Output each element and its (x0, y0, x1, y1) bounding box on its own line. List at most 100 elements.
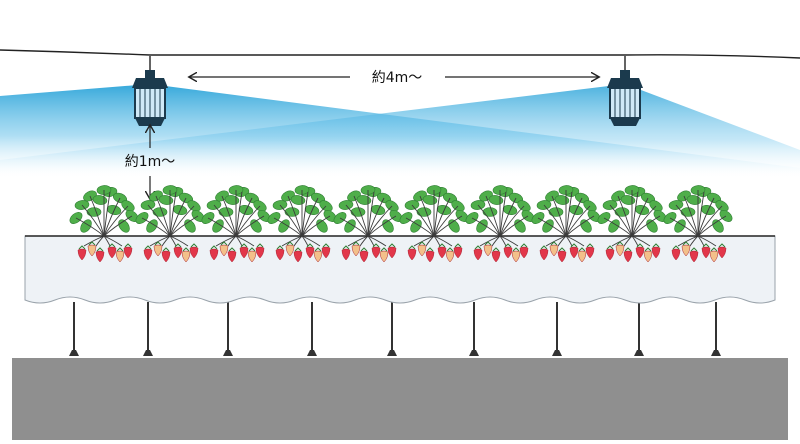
strawberry-leaf (290, 195, 306, 205)
strawberry-calyx (702, 243, 710, 248)
strawberry-calyx (286, 241, 294, 246)
strawberry-fruit (407, 248, 417, 261)
strawberry-calyx (96, 247, 104, 252)
strawberry-runner (631, 235, 651, 247)
strawberry-runner (557, 235, 567, 247)
strawberry-stem (81, 204, 105, 237)
light-beams (0, 84, 800, 178)
strawberry-runner (359, 235, 369, 247)
strawberry-fruit (123, 246, 133, 259)
strawberry-runner (413, 235, 435, 247)
strawberry-leaf (422, 195, 438, 205)
strawberry-leaf (542, 219, 554, 233)
strawberry-stem (103, 197, 121, 237)
strawberry-calyx (586, 243, 594, 248)
strawberry-stem (433, 215, 463, 237)
strawberry-stem (221, 195, 237, 237)
strawberry-runner (95, 235, 105, 247)
strawberry-runner (293, 235, 303, 247)
strawberry-plant-icon (333, 185, 403, 263)
strawberry-leaf (514, 219, 526, 233)
strawberry-plants (69, 185, 733, 263)
strawberry-plant-icon (69, 185, 139, 263)
strawberry-stem (301, 197, 319, 237)
strawberry-fruit (275, 248, 285, 261)
strawberry-stem (353, 195, 369, 237)
bed-legs (69, 302, 721, 356)
strawberry-calyx (438, 243, 446, 248)
strawberry-runner (611, 235, 633, 247)
bed-leg (69, 302, 79, 356)
strawberry-leaf (224, 195, 240, 205)
strawberry-fruit (209, 248, 219, 261)
lamp-cap (620, 70, 630, 78)
strawberry-calyx (492, 247, 500, 252)
strawberry-stem (411, 204, 435, 237)
leg-foot (634, 350, 644, 356)
strawberry-leaf (152, 207, 168, 217)
strawberry-calyx (352, 241, 360, 246)
strawberry-runner (149, 235, 171, 247)
strawberry-calyx (240, 243, 248, 248)
strawberry-fruit (181, 250, 191, 263)
strawberry-fruit (305, 246, 315, 259)
strawberry-stem (697, 197, 715, 237)
strawberry-calyx (426, 247, 434, 252)
strawberry-stem (551, 195, 567, 237)
strawberry-calyx (294, 247, 302, 252)
strawberry-fruit (701, 246, 711, 259)
strawberry-stem (419, 195, 435, 237)
strawberry-leaf (158, 195, 174, 205)
strawberry-stem (683, 195, 699, 237)
strawberry-calyx (78, 245, 86, 250)
strawberry-calyx (220, 241, 228, 246)
strawberry-stem (367, 205, 393, 237)
strawberry-fruit (681, 244, 691, 257)
strawberry-stem (405, 217, 435, 237)
leg-foot (223, 350, 233, 356)
strawberry-calyx (174, 243, 182, 248)
strawberry-stem (169, 197, 187, 237)
strawberry-fruit (107, 246, 117, 259)
strawberry-stem (169, 205, 195, 237)
strawberry-fruit (717, 246, 727, 259)
strawberry-calyx (718, 243, 726, 248)
strawberry-calyx (484, 241, 492, 246)
strawberry-fruit (285, 244, 295, 257)
strawberry-stem (477, 204, 501, 237)
strawberry-calyx (388, 243, 396, 248)
strawberry-stem (301, 205, 327, 237)
strawberry-runner (227, 235, 237, 247)
strawberry-leaf (554, 195, 570, 205)
strawberry-runner (425, 235, 435, 247)
strawberry-leaf (118, 219, 130, 233)
strawberry-runner (367, 235, 387, 247)
strawberry-calyx (322, 243, 330, 248)
strawberry-calyx (652, 243, 660, 248)
strawberry-stem (565, 205, 591, 237)
strawberry-calyx (682, 241, 690, 246)
strawberry-fruit (161, 250, 171, 263)
horizontal-spacing-dimension: 約4m〜 (190, 70, 598, 86)
bed-leg (711, 302, 721, 356)
strawberry-stem (609, 204, 633, 237)
strawberry-fruit (255, 246, 265, 259)
hanging-lamp-icon (607, 56, 643, 126)
strawberry-stem (485, 195, 501, 237)
strawberry-calyx (306, 243, 314, 248)
strawberry-calyx (636, 243, 644, 248)
strawberry-stem (631, 197, 649, 237)
strawberry-calyx (644, 247, 652, 252)
strawberry-leaf (316, 219, 328, 233)
strawberry-stem (565, 197, 583, 237)
strawberry-calyx (210, 245, 218, 250)
strawberry-stem (75, 217, 105, 237)
strawberry-plant-icon (531, 185, 601, 263)
strawberry-stem (279, 204, 303, 237)
strawberry-calyx (408, 245, 416, 250)
lamp-base (610, 118, 640, 126)
bed-cover (24, 235, 776, 304)
strawberry-fruit (605, 248, 615, 261)
strawberry-leaf (686, 195, 702, 205)
strawberry-calyx (558, 247, 566, 252)
